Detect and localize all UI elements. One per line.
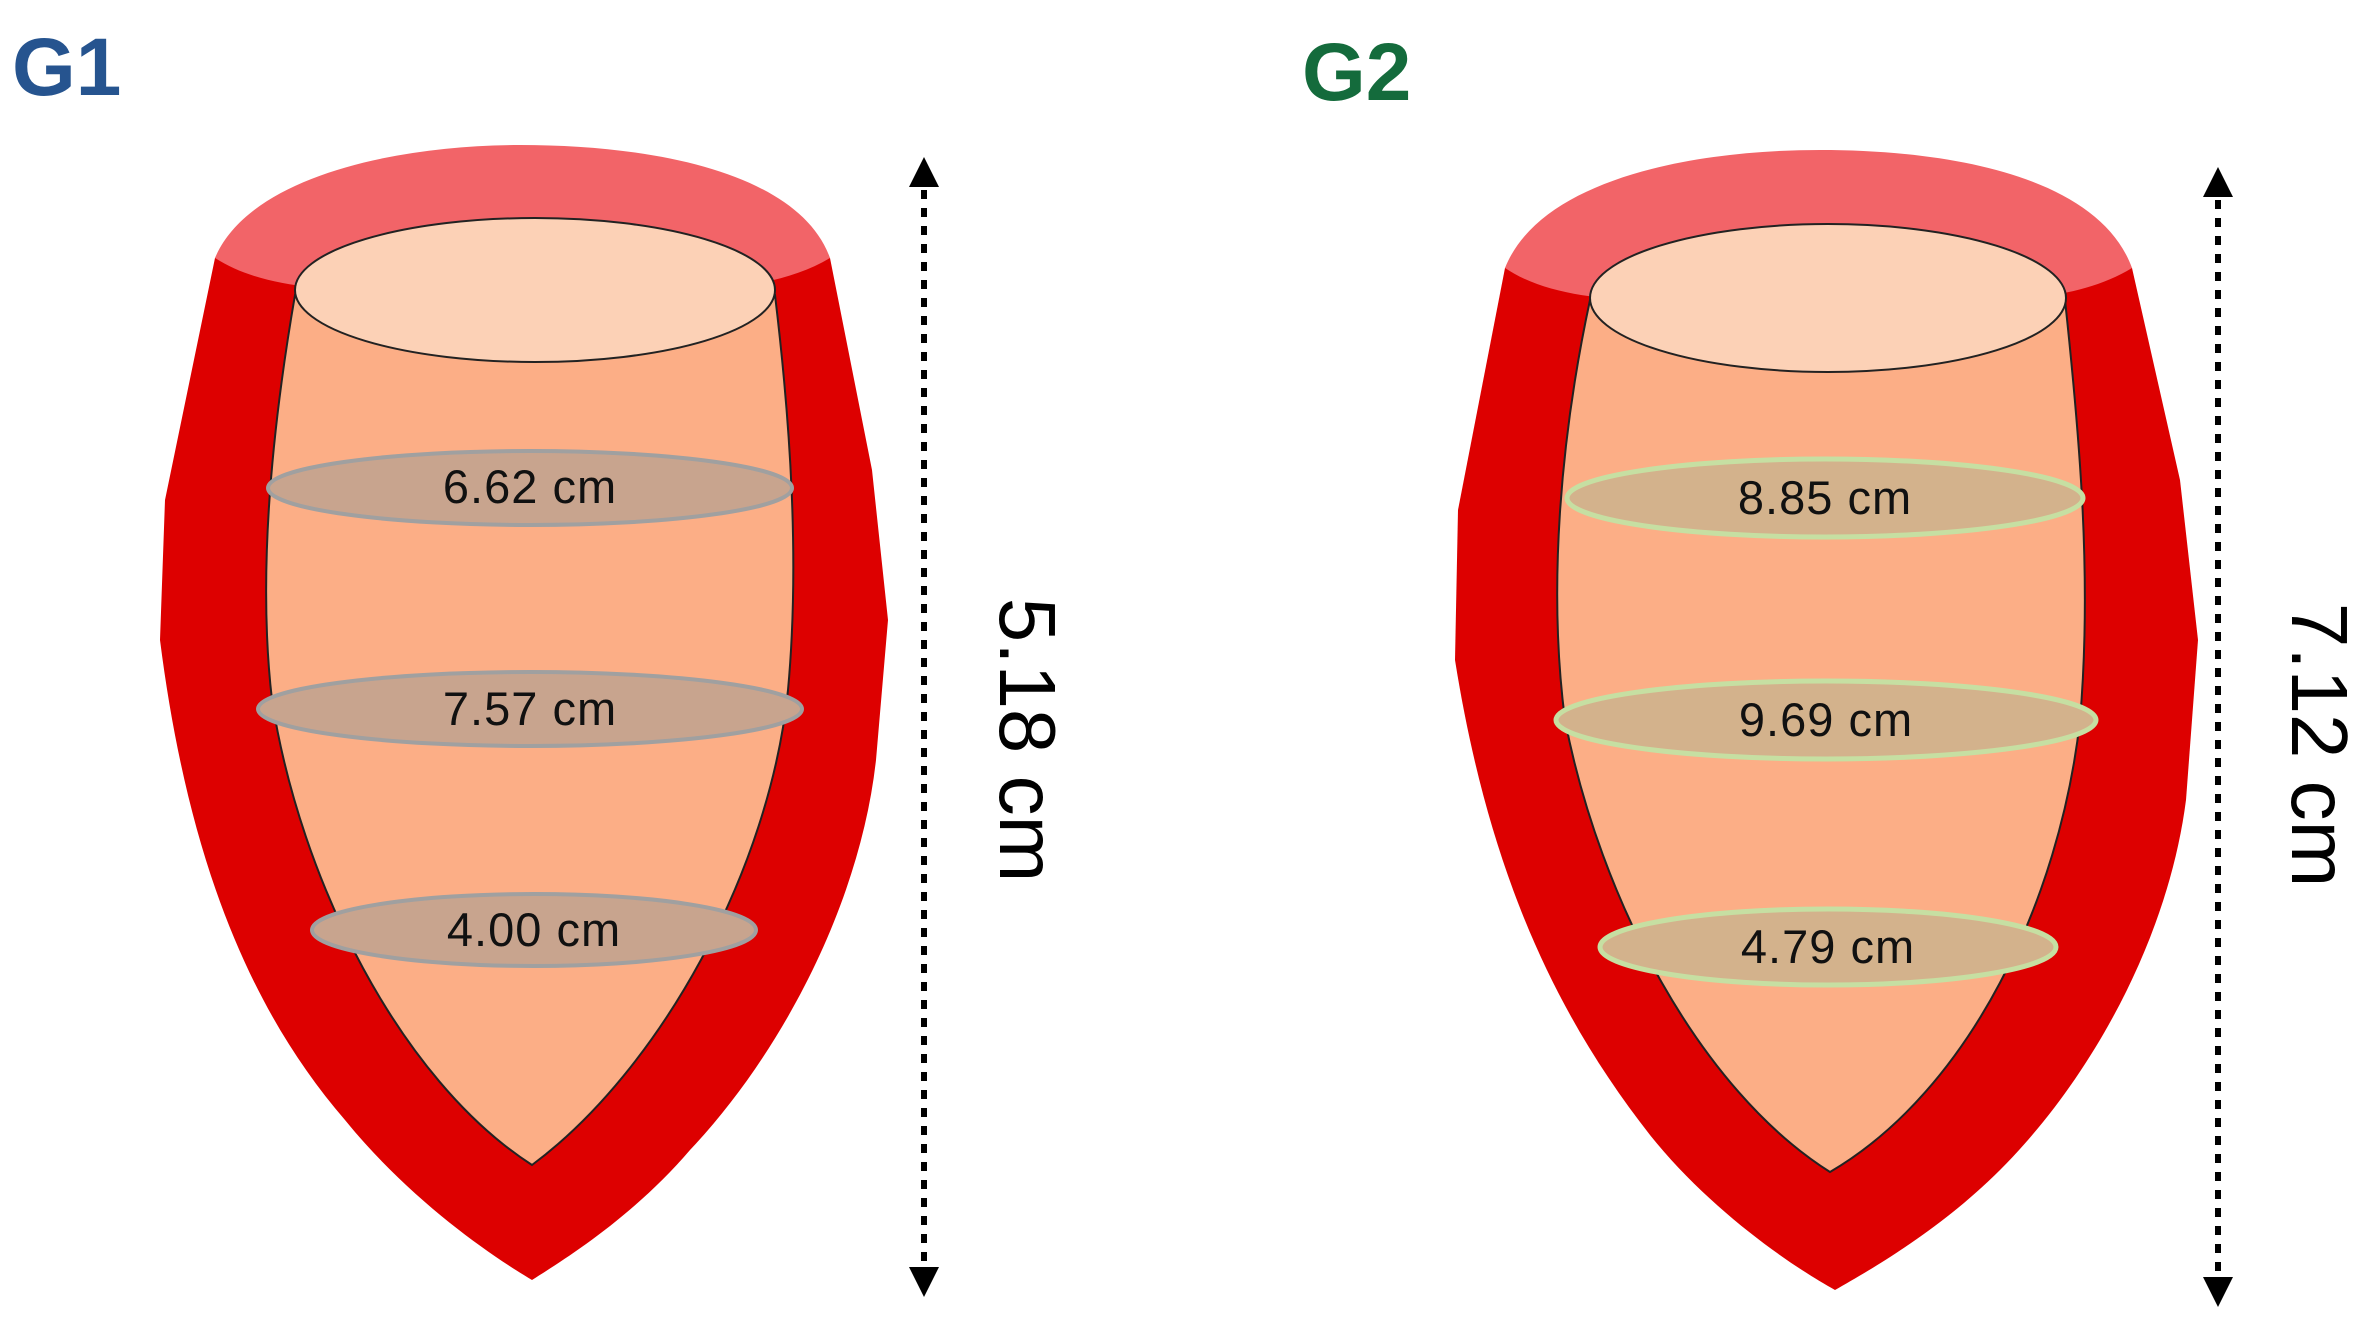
g2-ring-2 [1553,678,2099,762]
g2-ring-2-label: 9.69 cm [1739,693,1913,746]
g2-ring-3-label: 4.79 cm [1741,920,1915,973]
g2-length-label: 7.12 cm [2275,603,2364,888]
g1-ring-2 [256,670,804,748]
g2-ring-3 [1597,906,2059,988]
g1-length-label: 5.18 cm [983,598,1072,883]
g2-ring-1-label: 8.85 cm [1738,471,1912,524]
panel-g1-title: G1 [12,22,121,113]
g1-ring-3 [310,892,758,968]
panel-g1: G1 6.62 cm 7.57 cm 4.00 cm 5.18 cm [12,22,1072,1297]
g1-ring-3-label: 4.00 cm [447,903,621,956]
g2-cavity-top [1589,223,2067,373]
g1-ring-2-label: 7.57 cm [443,682,617,735]
g1-cavity-top [294,217,776,363]
panel-g2: G2 8.85 cm 9.69 cm 4.79 cm 7.12 cm [1302,27,2364,1307]
g1-ring-1 [266,449,794,527]
panel-g2-title: G2 [1302,27,1411,118]
g2-ring-1 [1564,456,2086,540]
g1-ring-1-label: 6.62 cm [443,460,617,513]
